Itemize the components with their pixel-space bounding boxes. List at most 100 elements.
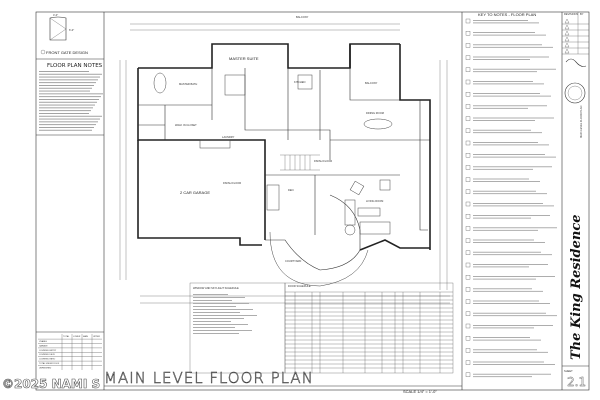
key-note-line [473,242,545,243]
note-line [39,99,99,100]
schedule-note-line [193,300,232,301]
notes-title: FLOOR PLAN NOTES [47,63,103,69]
schedule-note-line [193,309,253,310]
key-note-marker [465,189,471,194]
title-block-caption: MAIN LEVEL FLOOR PLAN [579,106,583,138]
key-note-marker [465,116,471,121]
note-line [39,93,103,95]
room-kitchen: KITCHEN [294,80,306,84]
room-living-room: LIVING ROOM [366,199,383,203]
area-table-row-label: TOTAL UNDER ROOF [39,362,60,365]
key-note-line [473,117,554,119]
key-note-line [473,288,532,290]
key-note-line [473,325,553,326]
area-table-row-label: COVERED DECK [39,354,56,356]
key-note-line [473,266,529,268]
schedule-note-line [193,318,244,319]
key-note-line [473,34,546,36]
note-line [39,107,93,109]
key-note-marker [465,128,471,133]
note-line [39,115,102,117]
key-note-marker [465,262,471,268]
key-note-marker [465,55,471,60]
window-schedule-title: WINDOW AND SKYLIGHT SCHEDULE [193,286,239,290]
key-note-line [473,254,552,256]
key-note-marker [465,104,471,109]
key-note-line [473,205,554,207]
revisions-by: BY [580,12,584,16]
key-note-marker [465,43,471,48]
key-note-line [473,315,557,317]
key-note-line [473,349,537,351]
key-note-line [473,337,530,338]
key-note-line [473,312,546,314]
key-note-line [473,129,531,131]
architect-seal [564,82,586,104]
front-gate-detail: 4'-0" 6'-0" FRONT GATE DESIGN [40,13,88,55]
key-note-line [473,93,540,94]
schedule-note-line [193,333,239,334]
area-table-header: UPPER [93,336,100,338]
area-table-row-label: COVERED PATIO [39,358,56,361]
key-note-line [473,217,531,219]
area-table-row-label: UNFINISHED [39,367,52,369]
key-note-line [473,59,530,60]
key-note-line [473,168,533,170]
note-line [39,71,89,72]
note-line [39,113,89,114]
area-table-row-label: LIVABLE [39,340,48,343]
area-table-header: LOWER [73,336,81,338]
key-notes-title: KEY TO NOTES - FLOOR PLAN [478,12,536,17]
key-note-line [473,156,556,158]
key-note-marker [465,18,471,24]
sheet-number: 2.1 [567,375,586,389]
revision-triangle-icon [564,24,570,30]
sheet-title: MAIN LEVEL FLOOR PLAN [104,369,314,387]
room-dining-room: DINING ROOM [366,111,384,115]
window-schedule: WINDOW AND SKYLIGHT SCHEDULE [189,282,286,374]
note-line [39,85,94,86]
room-balcony-right: BALCONY [365,81,378,85]
key-note-line [473,203,543,204]
key-note-marker [465,275,471,280]
note-line [39,79,98,81]
revisions-header: REVISIONS [564,12,578,16]
door-schedule-title: DOOR SCHEDULE [288,284,311,288]
note-line [39,110,91,112]
key-note-line [473,142,538,143]
key-note-line [473,327,534,329]
note-line [39,73,102,75]
key-note-line [473,339,541,341]
key-note-line [473,71,537,73]
key-note-line [473,120,535,121]
room-laundry: LAUNDRY [222,135,235,139]
note-line [39,101,97,103]
floor-plan-notes-list [39,71,103,131]
key-note-line [473,154,545,155]
key-note-line [473,239,534,241]
note-line [39,87,92,89]
key-note-line [473,46,553,48]
key-note-marker [465,92,471,97]
room-den: DEN [288,188,294,192]
key-note-marker [465,299,471,304]
key-note-line [473,44,542,46]
key-note-line [473,181,540,182]
key-note-line [473,32,535,33]
key-note-line [473,193,547,195]
key-note-line [473,215,550,216]
key-note-line [473,251,541,253]
revision-triangle-icon [564,18,570,24]
key-note-line [473,278,536,280]
key-note-marker [465,226,471,231]
note-line [39,118,100,120]
key-note-marker [465,360,471,365]
note-line [39,90,90,92]
floor-plan: MASTER SUITE MASTER BATH WALK IN CLOSET … [119,15,450,304]
room-balcony-top: BALCONY [296,15,309,19]
key-note-marker [465,372,471,377]
revision-triangle-icon [564,30,570,36]
detail-marker-icon [40,49,46,55]
note-line [39,129,92,131]
